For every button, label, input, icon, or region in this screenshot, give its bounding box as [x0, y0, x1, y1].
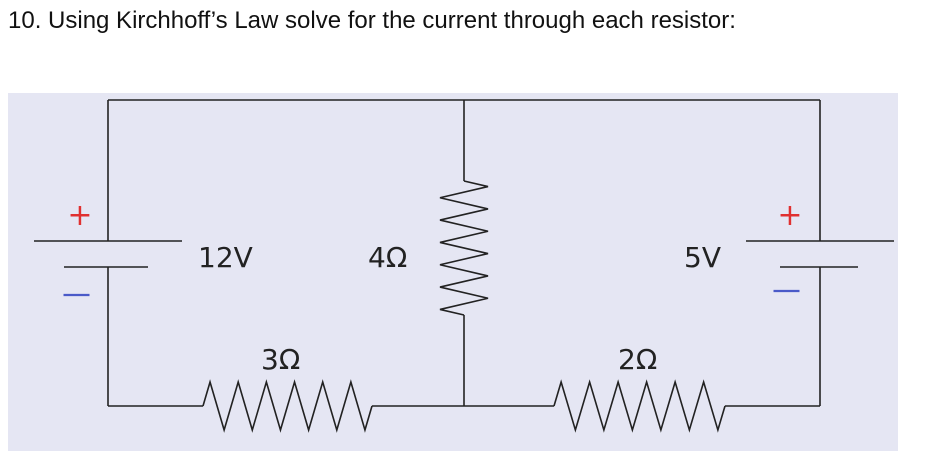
- resistor-middle-zigzag: [439, 180, 489, 316]
- battery-left-voltage-label: 12V: [198, 241, 253, 274]
- battery-right-minus-sign: |: [773, 287, 803, 296]
- battery-left-symbol: [34, 240, 182, 268]
- circuit-background: [8, 93, 898, 451]
- battery-right-voltage-label: 5V: [684, 241, 721, 274]
- resistor-bottom-left-zigzag: [202, 379, 373, 433]
- circuit-diagram: + | + | 12V 5V 4Ω 3Ω 2Ω: [8, 93, 898, 451]
- battery-right-plus-sign: +: [777, 198, 802, 233]
- resistor-bottom-left-label: 3Ω: [261, 343, 300, 376]
- resistor-bottom-right-zigzag: [553, 379, 726, 433]
- question-text: 10. Using Kirchhoff’s Law solve for the …: [8, 7, 736, 34]
- battery-left-plus-sign: +: [67, 198, 92, 233]
- circuit-wires: [107, 99, 821, 407]
- battery-left-minus-sign: |: [63, 291, 93, 300]
- battery-right-symbol: [746, 240, 894, 268]
- resistor-bottom-right-label: 2Ω: [618, 343, 657, 376]
- resistor-middle-label: 4Ω: [368, 241, 407, 274]
